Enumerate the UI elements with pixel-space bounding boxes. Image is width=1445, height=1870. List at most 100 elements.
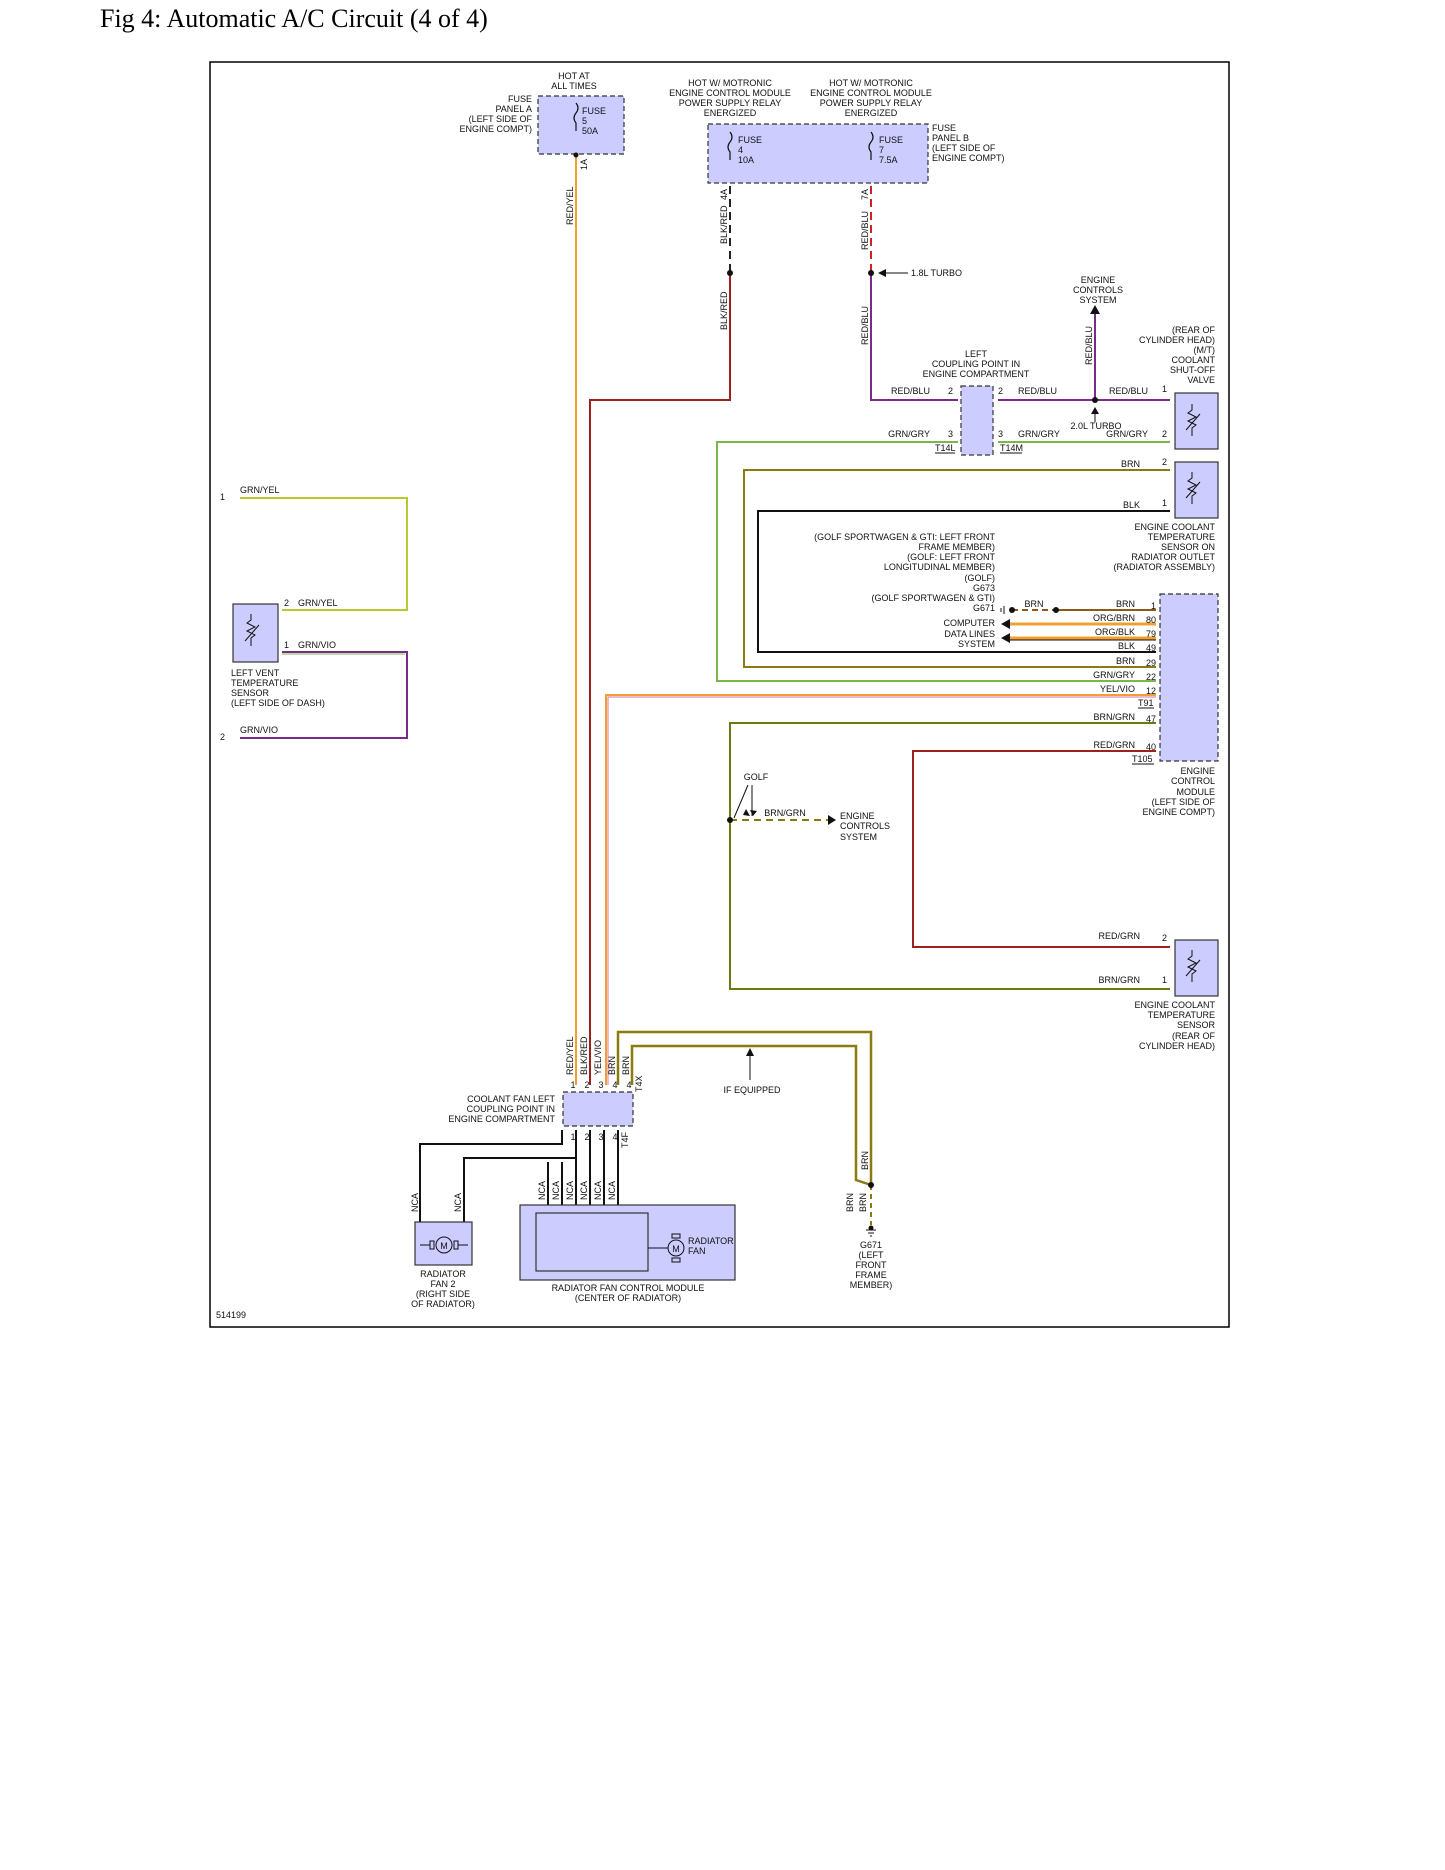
fuse-a-rating: 50A (582, 126, 598, 136)
valve-label-4: COOLANT (1171, 355, 1215, 365)
fuse-7-number: 7 (879, 145, 884, 155)
fan-coupling-label-3: ENGINE COMPARTMENT (448, 1114, 555, 1124)
golf-ecs-2: CONTROLS (840, 821, 890, 831)
g671-wire3: BRN (858, 1193, 868, 1212)
left-coupling-point (960, 385, 994, 456)
ground-note-2: FRAME MEMBER) (919, 542, 996, 552)
fuse-7-label: FUSE (879, 135, 903, 145)
coupling-pin3r: 3 (998, 429, 1003, 439)
valve-wire2: GRN/GRY (1106, 429, 1148, 439)
ect-rear-label-3: SENSOR (1177, 1020, 1216, 1030)
ecm-pin-wire: BRN (1116, 599, 1135, 609)
valve-pin1: 1 (1162, 384, 1167, 394)
fan-coupling-pin-top: 1 (570, 1080, 575, 1090)
fan-coupling-pin-top: 4 (612, 1080, 617, 1090)
fan2-label-2: FAN 2 (430, 1279, 455, 1289)
fuse-b-pin4: 4A (719, 189, 729, 200)
left-vent-temperature-sensor (232, 603, 279, 663)
fuse-a-panel-3: (LEFT SIDE OF (469, 114, 533, 124)
fuse-panel-b (707, 123, 929, 184)
ect-outlet-label-4: RADIATOR OUTLET (1131, 552, 1215, 562)
coupling-pin2r: 2 (998, 386, 1003, 396)
turbo-2-0l-label: 2.0L TURBO (1070, 421, 1121, 431)
ecs-top-2: CONTROLS (1073, 285, 1123, 295)
ecm-pin-number: 47 (1146, 714, 1156, 724)
fuse-b-hot1-4: ENERGIZED (704, 108, 757, 118)
fan-coupling-pin-bot: 4 (612, 1132, 617, 1142)
fuse-4-number: 4 (738, 145, 743, 155)
valve-label-6: VALVE (1187, 375, 1215, 385)
coupling-pin2l: 2 (948, 386, 953, 396)
ect-rear-wire1: BRN/GRN (1098, 975, 1140, 985)
nca-label: NCA (607, 1181, 617, 1200)
wire-blk (757, 510, 1170, 653)
fuse-b-hot2-2: ENGINE CONTROL MODULE (810, 88, 932, 98)
vent-label-1: LEFT VENT (231, 668, 280, 678)
junction-blk-red (727, 270, 733, 276)
ect-rear-wire2: RED/GRN (1098, 931, 1140, 941)
data-lines-2: DATA LINES (944, 629, 995, 639)
ground-note-8: G671 (973, 603, 995, 613)
ect-sensor-rear (1174, 939, 1219, 997)
arrow-data-1 (1001, 619, 1010, 629)
ect-outlet-label-2: TEMPERATURE (1148, 532, 1215, 542)
valve-wire1: RED/BLU (1109, 386, 1148, 396)
arrow-golf-1 (743, 809, 750, 816)
if-equipped-label: IF EQUIPPED (723, 1085, 781, 1095)
coupling-left-label-2: COUPLING POINT IN (932, 359, 1020, 369)
fuse-a-label: FUSE (582, 106, 606, 116)
vent-bot-pin: 2 (220, 732, 225, 742)
resistor-icon (1185, 404, 1201, 436)
vent-wire2: GRN/YEL (298, 598, 338, 608)
ecm-label-5: ENGINE COMPT) (1142, 807, 1215, 817)
figure-id: 514199 (216, 1310, 246, 1320)
g671-label-1: G671 (860, 1240, 882, 1250)
fuse-b-wire7b: RED/BLU (860, 306, 870, 345)
coupling-conn-r: T14M (1000, 443, 1023, 453)
ecm-label-3: MODULE (1176, 787, 1215, 797)
g671-ground-icon (866, 1229, 876, 1237)
fuse-a-hot-2: ALL TIMES (551, 81, 597, 91)
turbo-1-8l-label: 1.8L TURBO (911, 268, 962, 278)
junction-g671 (868, 1182, 874, 1188)
fan-module-label-1: RADIATOR FAN CONTROL MODULE (552, 1283, 705, 1293)
ecm-pin-wire: BLK (1118, 641, 1135, 651)
ecm-pin-wire: ORG/BLK (1095, 627, 1135, 637)
fuse-b-wire4b: BLK/RED (719, 291, 729, 330)
fuse-b-hot1-1: HOT W/ MOTRONIC (688, 78, 772, 88)
golf-ecs-3: SYSTEM (840, 832, 877, 842)
g671-wire1: BRN (860, 1151, 870, 1170)
vent-bot-wire: GRN/VIO (240, 725, 278, 735)
fuse-a-panel-2: PANEL A (495, 104, 532, 114)
fuse-b-hot2-4: ENERGIZED (845, 108, 898, 118)
golf-ecs-1: ENGINE (840, 811, 875, 821)
engine-control-module (1159, 593, 1219, 762)
ground-icon (1000, 606, 1005, 614)
nca-label: NCA (551, 1181, 561, 1200)
wire-brn-fan-outer (616, 1030, 873, 1185)
fuse-a-number: 5 (582, 116, 587, 126)
nca-label: NCA (537, 1181, 547, 1200)
g671-wire2: BRN (845, 1193, 855, 1212)
wire-grn-gry-left (716, 441, 1156, 682)
ect-rear-label-4: (REAR OF (1172, 1031, 1216, 1041)
wire-brn-ect (743, 469, 1170, 668)
vent-pin2: 2 (284, 598, 289, 608)
g671-label-2: (LEFT (858, 1250, 884, 1260)
fan-label-2: FAN (688, 1246, 706, 1256)
fan2-motor-icon (435, 1236, 453, 1254)
fan-coupling-pin-bot: 1 (570, 1132, 575, 1142)
ground-note-1: (GOLF SPORTWAGEN & GTI: LEFT FRONT (814, 532, 995, 542)
wire-grn-yel (240, 497, 408, 611)
wire-yel-vio-stripe (607, 696, 1156, 1085)
ecm-pin-number: 1 (1151, 601, 1156, 611)
resistor-icon (1185, 472, 1201, 504)
coupling-left-label-1: LEFT (965, 349, 988, 359)
wire-blk-red (589, 273, 731, 1085)
fuse-b-pin7: 7A (860, 189, 870, 200)
resistor-icon (244, 614, 260, 646)
ecs-wire: RED/BLU (1084, 326, 1094, 365)
ect-rear-label-2: TEMPERATURE (1148, 1010, 1215, 1020)
